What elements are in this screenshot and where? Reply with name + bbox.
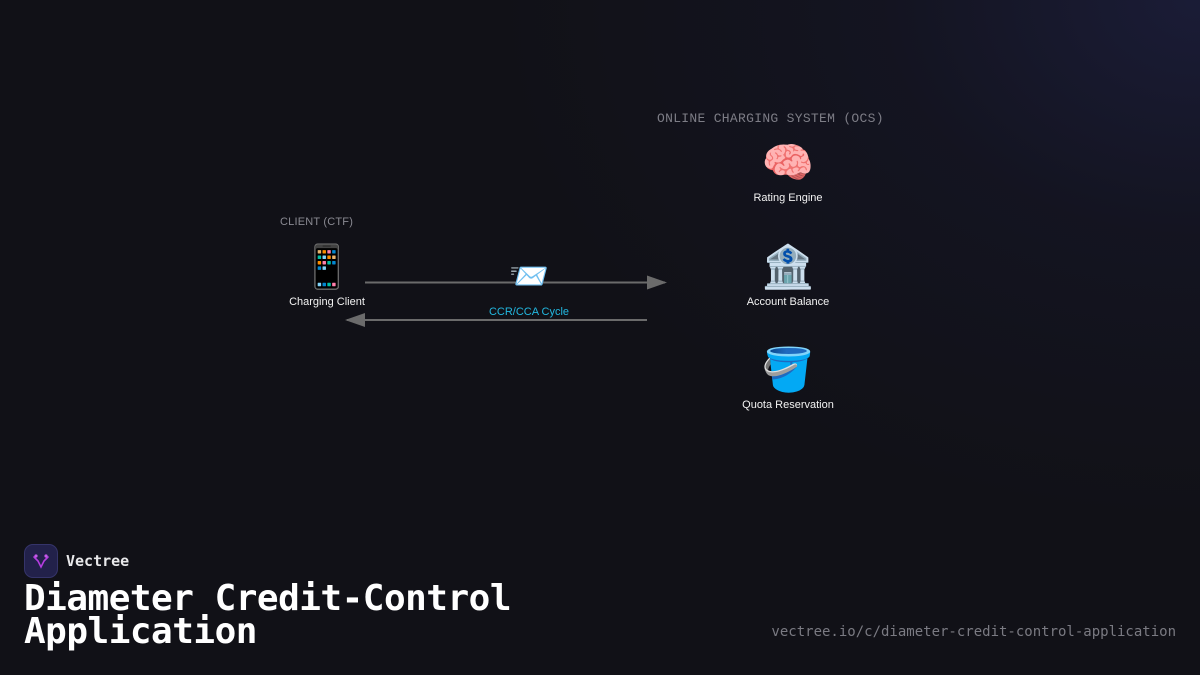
title-line-2: Application xyxy=(24,611,257,652)
node-charging-client[interactable]: 📱 Charging Client xyxy=(257,242,397,308)
source-url[interactable]: vectree.io/c/diameter-credit-control-app… xyxy=(771,624,1176,640)
incoming-envelope-icon: 📨 xyxy=(509,257,549,295)
brain-icon: 🧠 xyxy=(761,138,815,187)
node-label: Account Balance xyxy=(746,296,830,308)
node-label: Quota Reservation xyxy=(742,399,834,411)
node-quota-reservation[interactable]: 🪣 Quota Reservation xyxy=(718,345,858,411)
bank-icon: 🏦 xyxy=(761,242,815,291)
title-line-1: Diameter Credit-Control xyxy=(24,578,512,619)
vectree-logo-icon xyxy=(24,544,58,578)
node-label: Rating Engine xyxy=(753,192,823,204)
brand: Vectree xyxy=(24,544,129,578)
edge-ccr-cca[interactable]: 📨 CCR/CCA Cycle xyxy=(459,258,599,318)
group-label-ocs: ONLINE CHARGING SYSTEM (OCS) xyxy=(657,111,884,126)
node-rating-engine[interactable]: 🧠 Rating Engine xyxy=(718,138,858,204)
brand-name: Vectree xyxy=(66,552,130,570)
group-label-client: CLIENT (CTF) xyxy=(280,216,354,228)
edge-label: CCR/CCA Cycle xyxy=(488,306,570,318)
bucket-icon: 🪣 xyxy=(761,345,815,394)
page-title: Diameter Credit-Control Application xyxy=(24,581,512,650)
mobile-phone-icon: 📱 xyxy=(300,242,354,291)
node-account-balance[interactable]: 🏦 Account Balance xyxy=(718,242,858,308)
node-label: Charging Client xyxy=(289,296,365,308)
